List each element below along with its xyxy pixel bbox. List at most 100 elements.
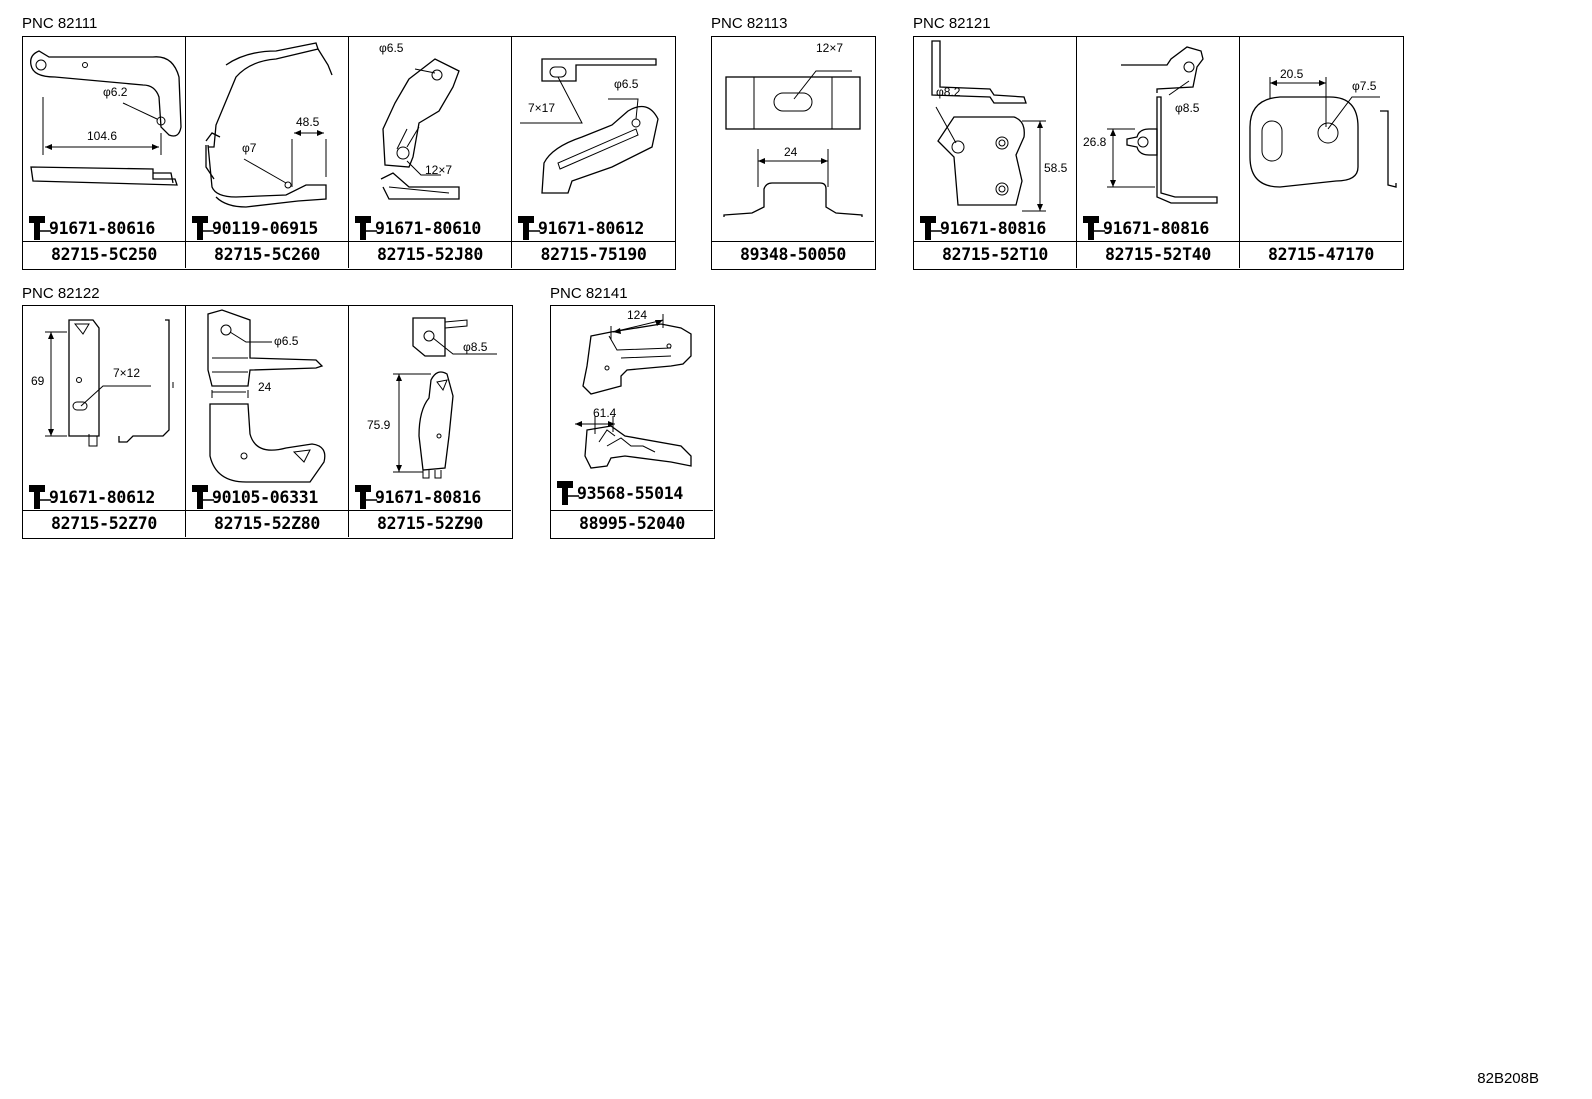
bolt-row: 91671-80816 xyxy=(914,215,1076,241)
bolt-part-number: 91671-80612 xyxy=(538,218,644,238)
dim-label: 75.9 xyxy=(367,418,391,432)
part-number: 82715-52T10 xyxy=(914,241,1076,268)
part-number: 89348-50050 xyxy=(712,241,874,268)
dim-label: φ7 xyxy=(242,141,257,155)
dim-label: 104.6 xyxy=(87,129,118,143)
bracket-drawing xyxy=(45,319,174,447)
part-cell: 69 7×12 91671-80612 82715-52Z70 xyxy=(23,306,186,537)
bolt-icon xyxy=(29,216,51,240)
part-number: 82715-75190 xyxy=(512,241,675,268)
dim-label: φ8.5 xyxy=(1175,101,1200,115)
bracket-drawing xyxy=(207,309,326,483)
part-cell: φ8.2 58.5 91671-80816 82715-52T10 xyxy=(914,37,1077,268)
group-82121: φ8.2 58.5 91671-80816 82715-52T10 φ8.5 2… xyxy=(913,36,1404,270)
part-cell: 124 61.4 93568-55014 88995-52040 xyxy=(551,306,713,537)
bolt-part-number: 90105-06331 xyxy=(212,487,318,507)
dim-label: 26.8 xyxy=(1083,135,1107,149)
dim-label: 61.4 xyxy=(593,406,617,420)
bolt-part-number: 91671-80816 xyxy=(375,487,481,507)
bolt-icon xyxy=(192,216,214,240)
bolt-icon xyxy=(192,485,214,509)
dim-label: 124 xyxy=(627,308,648,322)
part-number: 82715-52J80 xyxy=(349,241,511,268)
part-number: 82715-5C260 xyxy=(186,241,348,268)
bolt-part-number: 91671-80816 xyxy=(1103,218,1209,238)
group-label-82111: PNC 82111 xyxy=(22,15,98,32)
bolt-icon xyxy=(518,216,540,240)
bolt-row: 91671-80816 xyxy=(1077,215,1239,241)
bracket-drawing xyxy=(575,314,692,469)
group-label-82122: PNC 82122 xyxy=(22,285,100,302)
dim-label: 69 xyxy=(31,374,45,388)
bolt-icon xyxy=(1083,216,1105,240)
part-cell: 48.5 φ7 90119-06915 82715-5C260 xyxy=(186,37,349,268)
bracket-drawing xyxy=(393,317,497,479)
bolt-row: 91671-80616 xyxy=(23,215,185,241)
illustration-code: 82B208B xyxy=(1477,1070,1539,1087)
bracket-drawing xyxy=(380,58,460,200)
bolt-row: 91671-80612 xyxy=(23,484,185,510)
bolt-part-number: 93568-55014 xyxy=(577,483,683,503)
dim-label: 24 xyxy=(784,145,798,159)
part-cell: 12×7 24 89348-50050 xyxy=(712,37,874,268)
part-number: 82715-47170 xyxy=(1240,241,1402,268)
bolt-part-number: 91671-80610 xyxy=(375,218,481,238)
part-number: 88995-52040 xyxy=(551,510,713,537)
part-cell: φ6.2 104.6 91671-80616 82715-5C250 xyxy=(23,37,186,268)
bracket-drawing xyxy=(1107,46,1218,204)
bracket-drawing xyxy=(520,58,659,194)
part-cell: φ6.5 24 90105-06331 82715-52Z80 xyxy=(186,306,349,537)
dim-label: 58.5 xyxy=(1044,161,1068,175)
part-cell: φ8.5 75.9 91671-80816 82715-52Z90 xyxy=(349,306,511,537)
bolt-part-number: 91671-80616 xyxy=(49,218,155,238)
bolt-icon xyxy=(29,485,51,509)
bracket-drawing xyxy=(723,70,863,217)
bolt-row: 91671-80610 xyxy=(349,215,511,241)
dim-label: φ6.5 xyxy=(379,41,404,55)
dim-label: φ6.5 xyxy=(614,77,639,91)
dim-label: 12×7 xyxy=(816,41,844,55)
bolt-icon xyxy=(355,485,377,509)
bolt-part-number: 90119-06915 xyxy=(212,218,318,238)
bolt-icon xyxy=(557,481,579,505)
dim-label: 7×12 xyxy=(113,366,141,380)
bolt-row: 90119-06915 xyxy=(186,215,348,241)
bolt-icon xyxy=(920,216,942,240)
group-label-82141: PNC 82141 xyxy=(550,285,628,302)
group-82113: 12×7 24 89348-50050 xyxy=(711,36,876,270)
dim-label: φ7.5 xyxy=(1352,79,1377,93)
dim-label: 12×7 xyxy=(425,163,453,177)
bolt-row: 91671-80612 xyxy=(512,215,675,241)
part-cell: 20.5 φ7.5 82715-47170 xyxy=(1240,37,1402,268)
part-number: 82715-52T40 xyxy=(1077,241,1239,268)
dim-label: 24 xyxy=(258,380,272,394)
group-label-82113: PNC 82113 xyxy=(711,15,788,32)
bolt-row: 90105-06331 xyxy=(186,484,348,510)
bolt-part-number: 91671-80612 xyxy=(49,487,155,507)
part-number: 82715-52Z80 xyxy=(186,510,348,537)
bracket-drawing xyxy=(931,40,1046,212)
part-number: 82715-5C250 xyxy=(23,241,185,268)
dim-label: φ6.5 xyxy=(274,334,299,348)
part-number: 82715-52Z90 xyxy=(349,510,511,537)
bracket-drawing xyxy=(205,42,333,208)
bolt-row: 91671-80816 xyxy=(349,484,511,510)
group-82141: 124 61.4 93568-55014 88995-52040 xyxy=(550,305,715,539)
dim-label: φ8.5 xyxy=(463,340,488,354)
dim-label: 7×17 xyxy=(528,101,556,115)
group-82122: 69 7×12 91671-80612 82715-52Z70 φ6.5 24 … xyxy=(22,305,513,539)
group-82111: φ6.2 104.6 91671-80616 82715-5C250 48.5 … xyxy=(22,36,676,270)
bracket-drawing xyxy=(1249,77,1397,188)
bracket-drawing xyxy=(30,50,182,186)
bolt-row: 93568-55014 xyxy=(551,480,713,506)
dim-label: φ6.2 xyxy=(103,85,128,99)
bolt-icon xyxy=(355,216,377,240)
bolt-part-number: 91671-80816 xyxy=(940,218,1046,238)
part-cell: φ8.5 26.8 91671-80816 82715-52T40 xyxy=(1077,37,1240,268)
dim-label: 20.5 xyxy=(1280,67,1304,81)
part-cell: 7×17 φ6.5 91671-80612 82715-75190 xyxy=(512,37,675,268)
part-number: 82715-52Z70 xyxy=(23,510,185,537)
dim-label: 48.5 xyxy=(296,115,320,129)
part-cell: φ6.5 12×7 91671-80610 82715-52J80 xyxy=(349,37,512,268)
group-label-82121: PNC 82121 xyxy=(913,15,991,32)
